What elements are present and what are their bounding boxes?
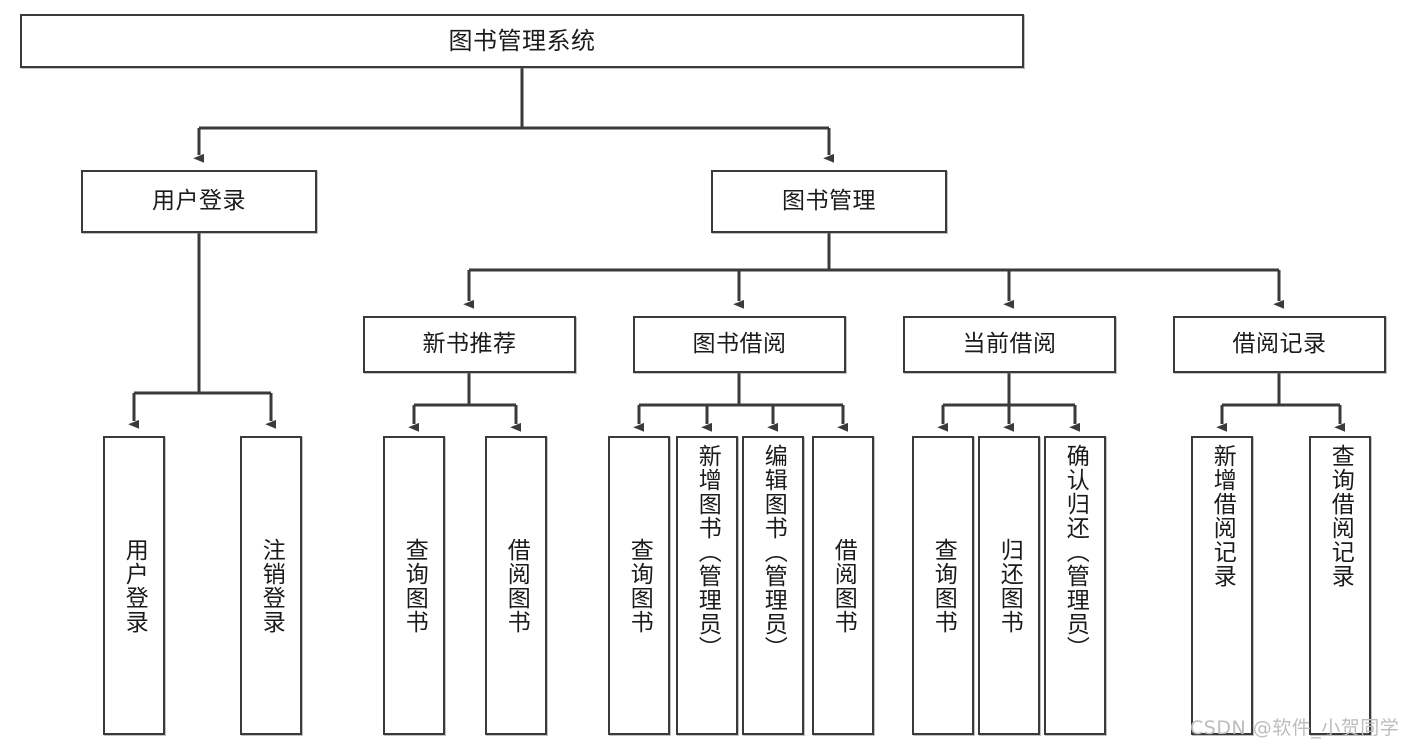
node-leaf-edit-book-label: 编辑图书（管理员）: [760, 444, 787, 660]
node-current-borrow-label: 当前借阅: [962, 331, 1057, 358]
node-new-book-recommend[interactable]: 新书推荐: [363, 316, 576, 373]
csdn-watermark: CSDN @软件_小贺同学: [1190, 717, 1400, 739]
node-new-book-recommend-label: 新书推荐: [422, 331, 517, 358]
node-leaf-user-login[interactable]: 用户登录: [103, 436, 165, 735]
node-user-login[interactable]: 用户登录: [81, 170, 317, 233]
node-user-login-label: 用户登录: [152, 188, 246, 215]
node-leaf-return-book-label: 归还图书: [996, 537, 1023, 634]
node-leaf-user-login-label: 用户登录: [121, 537, 148, 634]
node-leaf-borrow-book-2[interactable]: 借阅图书: [812, 436, 874, 735]
node-book-borrow[interactable]: 图书借阅: [633, 316, 846, 373]
node-leaf-query-record-label: 查询借阅记录: [1327, 444, 1354, 588]
node-root[interactable]: 图书管理系统: [20, 14, 1024, 68]
node-leaf-add-book[interactable]: 新增图书（管理员）: [676, 436, 738, 735]
node-leaf-add-record[interactable]: 新增借阅记录: [1191, 436, 1253, 735]
node-leaf-add-book-label: 新增图书（管理员）: [694, 444, 721, 660]
node-borrow-record-label: 借阅记录: [1232, 331, 1327, 358]
node-leaf-borrow-book-1-label: 借阅图书: [503, 537, 530, 634]
node-leaf-confirm-return-label: 确认归还（管理员）: [1062, 444, 1089, 660]
node-leaf-logout-login[interactable]: 注销登录: [240, 436, 302, 735]
node-leaf-query-book-3[interactable]: 查询图书: [912, 436, 974, 735]
node-leaf-query-book-2[interactable]: 查询图书: [608, 436, 670, 735]
node-book-borrow-label: 图书借阅: [692, 331, 787, 358]
node-leaf-query-book-1-label: 查询图书: [401, 537, 428, 634]
node-leaf-logout-login-label: 注销登录: [258, 537, 285, 634]
node-leaf-edit-book[interactable]: 编辑图书（管理员）: [742, 436, 804, 735]
node-leaf-return-book[interactable]: 归还图书: [978, 436, 1040, 735]
node-current-borrow[interactable]: 当前借阅: [903, 316, 1116, 373]
node-leaf-borrow-book-1[interactable]: 借阅图书: [485, 436, 547, 735]
node-leaf-borrow-book-2-label: 借阅图书: [830, 537, 857, 634]
node-leaf-query-book-1[interactable]: 查询图书: [383, 436, 445, 735]
node-leaf-query-record[interactable]: 查询借阅记录: [1309, 436, 1371, 735]
node-borrow-record[interactable]: 借阅记录: [1173, 316, 1386, 373]
node-leaf-query-book-2-label: 查询图书: [626, 537, 653, 634]
node-root-label: 图书管理系统: [448, 27, 596, 55]
node-book-manage[interactable]: 图书管理: [711, 170, 947, 233]
node-leaf-confirm-return[interactable]: 确认归还（管理员）: [1044, 436, 1106, 735]
node-leaf-add-record-label: 新增借阅记录: [1209, 444, 1236, 588]
node-leaf-query-book-3-label: 查询图书: [930, 537, 957, 634]
node-book-manage-label: 图书管理: [782, 188, 876, 215]
